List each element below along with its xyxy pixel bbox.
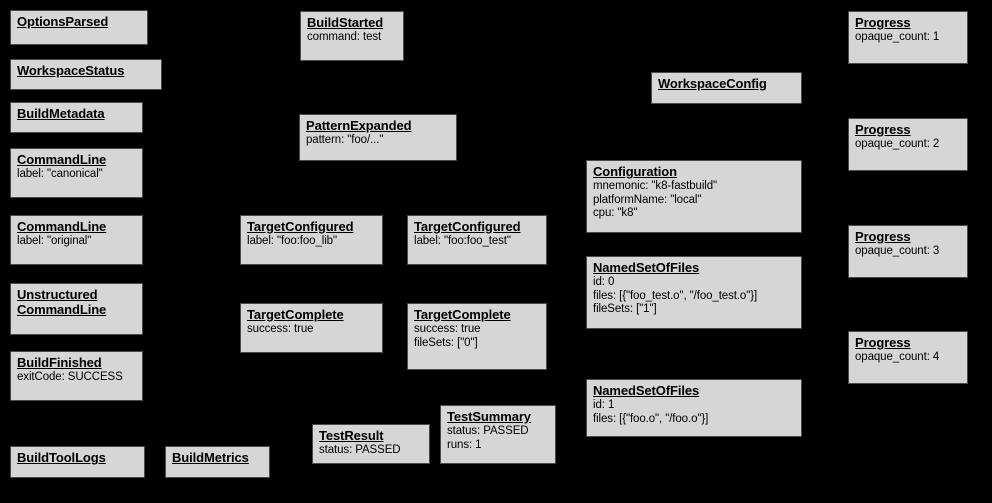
event-node-title: NamedSetOfFiles xyxy=(593,383,700,398)
event-node-field: exitCode: SUCCESS xyxy=(17,371,123,383)
event-node-field: success: true xyxy=(247,323,314,335)
event-node-title: Progress xyxy=(855,122,911,137)
event-node-field: status: PASSED xyxy=(447,425,529,437)
event-node-field: files: [{"foo.o", "/foo.o"}] xyxy=(593,412,709,425)
event-node-title: Progress xyxy=(855,229,911,244)
event-node-title: BuildMetadata xyxy=(17,106,105,121)
event-node-title: TargetComplete xyxy=(247,307,344,322)
event-node-title: Progress xyxy=(855,15,911,30)
event-node-field: opaque_count: 3 xyxy=(855,245,940,257)
event-node-title: TargetConfigured xyxy=(247,219,354,234)
event-node-title: Configuration xyxy=(593,164,677,179)
event-node-field: pattern: "foo/..." xyxy=(306,134,384,146)
event-node-field: label: "foo:foo_lib" xyxy=(247,235,337,247)
event-node-title: Unstructured CommandLine xyxy=(17,287,107,317)
event-node-title: TestResult xyxy=(319,428,384,443)
event-node-field: id: 0 xyxy=(593,276,615,288)
event-node-field: runs: 1 xyxy=(447,438,482,451)
event-node-field: status: PASSED xyxy=(319,444,401,456)
event-node-title: OptionsParsed xyxy=(17,14,109,29)
event-node-title: PatternExpanded xyxy=(306,118,412,133)
event-node-fields: mnemonic: "k8-fastbuild"platformName: "l… xyxy=(593,180,795,221)
event-node-field: fileSets: ["1"] xyxy=(593,303,657,315)
event-node-field: files: [{"foo_test.o", "/foo_test.o"}] xyxy=(593,289,758,302)
event-node-build-tool-logs[interactable]: BuildToolLogs xyxy=(10,446,145,478)
event-node-workspace-status[interactable]: WorkspaceStatus xyxy=(10,59,162,90)
event-node-options-parsed[interactable]: OptionsParsed xyxy=(10,10,148,45)
event-node-field: label: "foo:foo_test" xyxy=(414,235,511,247)
event-node-unstructured-command-line[interactable]: Unstructured CommandLine xyxy=(10,283,143,335)
event-node-field: command: test xyxy=(307,31,382,43)
event-node-fields: status: PASSED xyxy=(319,444,423,458)
event-node-title: BuildToolLogs xyxy=(17,450,106,465)
event-node-field: opaque_count: 2 xyxy=(855,138,940,150)
event-node-field: fileSets: ["0"] xyxy=(414,336,478,349)
event-node-title: WorkspaceConfig xyxy=(658,76,767,91)
event-node-title: CommandLine xyxy=(17,152,107,167)
event-node-fields: opaque_count: 2 xyxy=(855,138,961,152)
event-node-workspace-config[interactable]: WorkspaceConfig xyxy=(651,72,802,104)
event-node-field: mnemonic: "k8-fastbuild" xyxy=(593,180,718,192)
event-node-fields: label: "original" xyxy=(17,235,136,249)
event-node-field: label: "original" xyxy=(17,235,92,247)
event-node-field: success: true xyxy=(414,323,481,335)
event-node-fields: success: true xyxy=(247,323,376,337)
event-node-fields: pattern: "foo/..." xyxy=(306,134,450,148)
event-node-title: Progress xyxy=(855,335,911,350)
event-node-title: BuildMetrics xyxy=(172,450,249,465)
event-node-fields: label: "foo:foo_lib" xyxy=(247,235,376,249)
event-node-title: TargetComplete xyxy=(414,307,511,322)
event-node-title: TargetConfigured xyxy=(414,219,521,234)
event-node-title: WorkspaceStatus xyxy=(17,63,125,78)
event-node-title: CommandLine xyxy=(17,219,107,234)
event-node-fields: exitCode: SUCCESS xyxy=(17,371,136,385)
event-node-build-metadata[interactable]: BuildMetadata xyxy=(10,102,143,133)
event-node-title: TestSummary xyxy=(447,409,531,424)
event-node-field: opaque_count: 1 xyxy=(855,31,940,43)
event-node-fields: label: "foo:foo_test" xyxy=(414,235,540,249)
event-node-field: opaque_count: 4 xyxy=(855,351,940,363)
event-node-fields: opaque_count: 3 xyxy=(855,245,961,259)
event-node-fields: command: test xyxy=(307,31,397,45)
event-node-title: BuildStarted xyxy=(307,15,384,30)
event-node-fields: label: "canonical" xyxy=(17,168,136,182)
event-node-title: BuildFinished xyxy=(17,355,102,370)
event-node-field: cpu: "k8" xyxy=(593,207,638,219)
event-node-fields: opaque_count: 1 xyxy=(855,31,961,45)
event-node-field: label: "canonical" xyxy=(17,168,103,180)
event-node-build-metrics[interactable]: BuildMetrics xyxy=(165,446,270,478)
event-node-field: id: 1 xyxy=(593,399,615,411)
event-node-fields: opaque_count: 4 xyxy=(855,351,961,365)
event-node-title: NamedSetOfFiles xyxy=(593,260,700,275)
event-node-field: platformName: "local" xyxy=(593,193,702,206)
